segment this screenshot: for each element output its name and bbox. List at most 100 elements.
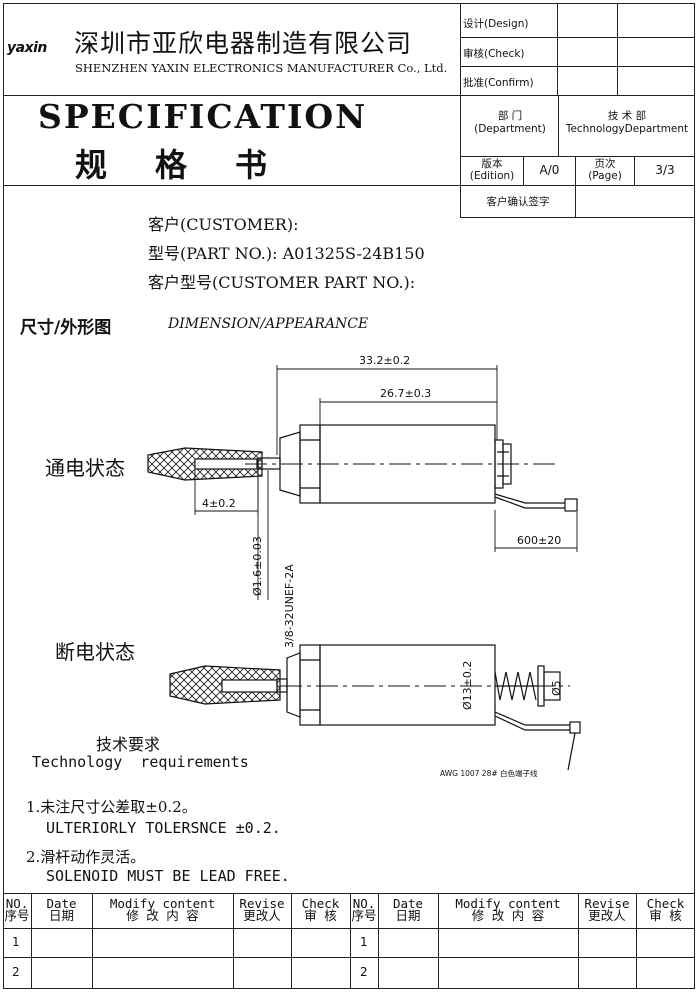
edition-label-cn: 版本 [481,158,503,170]
rev-header-date-2-en: Date [392,896,424,911]
tb-vline-1 [557,3,558,95]
requirement-2-en: SOLENOID MUST BE LEAD FREE. [46,867,290,885]
rev-row-2-no: 2 [12,965,20,979]
tb-line-4 [460,156,695,157]
wire-note-text: AWG 1007 28# 白色端子线 [440,768,538,778]
rev-header-check-cn: 审 核 [304,908,337,923]
check-label: 审核(Check) [463,48,525,60]
tb-vline-6 [634,156,635,186]
rev-row-line [3,957,695,958]
tb-line-3 [460,95,695,96]
company-logo: yaxin [7,40,47,56]
rev-col-8 [578,893,579,989]
rev-header-line [3,928,695,929]
edition-value: A/0 [539,163,560,177]
tb-vline-4 [523,156,524,186]
section-title-cn: 尺寸/外形图 [20,318,112,338]
rev-header-content-2-en: Modify content [455,896,561,911]
page-label: 页次 (Page) [576,158,634,182]
rev-header-date-2-cn: 日期 [395,908,421,923]
dim-body-text: 26.7±0.3 [380,387,431,400]
rev-header-date-cn: 日期 [48,908,74,923]
title-bottom-line [3,185,695,186]
state-deenergized-label: 断电状态 [55,640,135,664]
rev-col-6 [378,893,379,989]
requirements-title-cn: 技术要求 [96,735,161,754]
part-no-line: 型号(PART NO.): A01325S-24B150 [148,244,425,263]
dim-lead-text: 600±20 [517,534,561,547]
rev-col-5 [350,893,351,989]
rev-header-revise-2-cn: 更改人 [588,908,626,923]
tb-vline-3 [558,95,559,156]
solenoid-drawing: 33.2±0.2 26.7±0.3 4±0.2 600±20 Ø1.6±0.03… [147,354,581,778]
tb-vline-2 [617,3,618,95]
rev-header-no-2-en: NO. [352,896,376,911]
rev-header-no-en: NO. [5,896,29,911]
dim-end-dia-text: Ø5 [550,680,563,696]
rev-header-content-cn: 修 改 内 容 [126,908,199,923]
rev-header-content-2-cn: 修 改 内 容 [471,908,545,923]
energized-dimensions [194,365,578,600]
rev-header-check-2-cn: 审 核 [649,908,682,923]
page-value: 3/3 [655,163,675,177]
company-name-cn: 深圳市亚欣电器制造有限公司 [74,29,413,58]
section-title-en: DIMENSION/APPEARANCE [168,316,369,332]
rev-col-7 [438,893,439,989]
rev-header-revise-en: Revise [239,896,285,911]
customer-line: 客户(CUSTOMER): [148,215,299,234]
page-label-cn: 页次 [594,158,616,170]
rev-row-2-no-2: 2 [360,965,368,979]
rev-top-line [3,893,695,894]
rev-row-1-no-2: 1 [360,935,368,949]
spec-title-cn: 规格书 [75,146,316,184]
department-label-cn: 部 门 [497,110,523,122]
tb-line-2 [460,66,695,67]
rev-header-no: NO.序号 [3,896,31,923]
rev-header-no-cn: 序号 [4,908,30,923]
rev-col-2 [92,893,93,989]
edition-label-en: (Edition) [469,170,515,182]
page-frame [3,3,695,989]
rev-header-content-en: Modify content [109,896,216,911]
rev-header-no-2-cn: 序号 [351,908,377,923]
requirement-1-cn: 1.未注尺寸公差取±0.2。 [26,798,197,816]
rev-header-check-en: Check [301,896,340,911]
rev-row-1-no: 1 [12,935,20,949]
tb-line-5 [460,217,695,218]
rev-header-revise-2-en: Revise [584,896,630,911]
header-divider [460,3,461,217]
confirm-label: 批准(Confirm) [463,77,534,89]
rev-header-revise-cn: 更改人 [243,908,281,923]
energized-solenoid [147,424,578,512]
dim-body-dia-text: Ø13±0.2 [461,661,474,710]
rev-header-date-en: Date [46,896,77,911]
state-energized-label: 通电状态 [45,456,125,480]
rev-col-1 [31,893,32,989]
deenergized-solenoid [169,644,581,771]
rev-header-no-2: NO.序号 [350,896,378,923]
customer-sign-label: 客户确认签字 [486,196,550,208]
department-label: 部 门 (Department) [462,110,558,136]
page-label-en: (Page) [588,170,622,182]
rev-col-4 [291,893,292,989]
design-label: 设计(Design) [463,18,529,30]
tb-line-1 [460,37,695,38]
department-value-en: TechnologyDepartment [565,123,689,135]
rev-col-3 [233,893,234,989]
customer-part-no-line: 客户型号(CUSTOMER PART NO.): [148,273,416,292]
dim-thread-text: 3/8-32UNEF-2A [283,564,296,648]
department-label-en: (Department) [474,123,546,135]
dim-overall-text: 33.2±0.2 [359,354,410,367]
tb-vline-5 [575,156,576,217]
header-bottom-line [3,95,462,96]
dim-shaft-text: Ø1.6±0.03 [251,536,264,596]
requirement-1-en: ULTERIORLY TOLERSNCE ±0.2. [46,819,281,837]
